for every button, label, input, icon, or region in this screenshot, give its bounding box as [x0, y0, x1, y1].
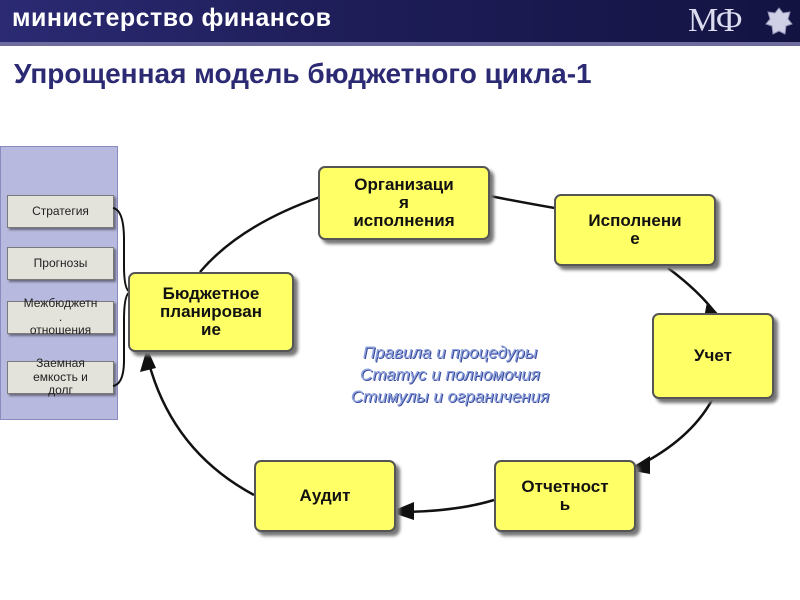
ministry-logo: МФ	[688, 2, 743, 39]
interbudget-box: Межбюджетн . отношения	[7, 296, 114, 337]
audit-label: Аудит	[299, 486, 351, 506]
execution-node: Исполнени е	[554, 194, 716, 266]
arc-accounting-reporting	[635, 399, 714, 469]
arc-audit-planning	[145, 355, 255, 497]
debt-box: Заемная емкость и долг	[7, 356, 114, 397]
arc-execution-accounting	[667, 267, 718, 315]
center-line-2: Статус и полномочия	[360, 365, 540, 385]
left-panel: Стратегия Прогнозы Межбюджетн . отношени…	[0, 146, 118, 420]
reporting-node: Отчетност ь	[494, 460, 636, 532]
emblem-icon	[765, 7, 793, 35]
accounting-label: Учет	[693, 346, 732, 366]
strategy-label: Стратегия	[32, 203, 89, 218]
organization-label: Организаци я исполнения	[353, 175, 455, 230]
audit-node: Аудит	[254, 460, 396, 532]
debt-label: Заемная емкость и долг	[33, 355, 88, 398]
arc-planning-organization	[199, 195, 321, 273]
execution-label: Исполнени е	[588, 211, 682, 248]
organization-node: Организаци я исполнения	[318, 166, 490, 240]
reporting-label: Отчетност ь	[521, 477, 609, 514]
interbudget-label: Межбюджетн . отношения	[23, 295, 98, 338]
arc-reporting-audit	[395, 498, 495, 514]
center-text: Правила и процедуры Статус и полномочия …	[320, 342, 580, 408]
page-title: Упрощенная модель бюджетного цикла-1	[14, 58, 592, 89]
ministry-name: министерство финансов	[12, 4, 332, 32]
header-bar: министерство финансов МФ	[0, 0, 800, 42]
forecasts-label: Прогнозы	[33, 255, 88, 270]
header-strip	[0, 42, 800, 46]
center-line-1: Правила и процедуры	[362, 343, 538, 362]
forecasts-box: Прогнозы	[7, 247, 114, 280]
accounting-node: Учет	[652, 313, 774, 399]
planning-label: Бюджетное планирован ие	[160, 284, 262, 339]
planning-node: Бюджетное планирован ие	[128, 272, 294, 352]
strategy-box: Стратегия	[7, 195, 114, 228]
center-line-3: Стимулы и ограничения	[350, 387, 550, 407]
